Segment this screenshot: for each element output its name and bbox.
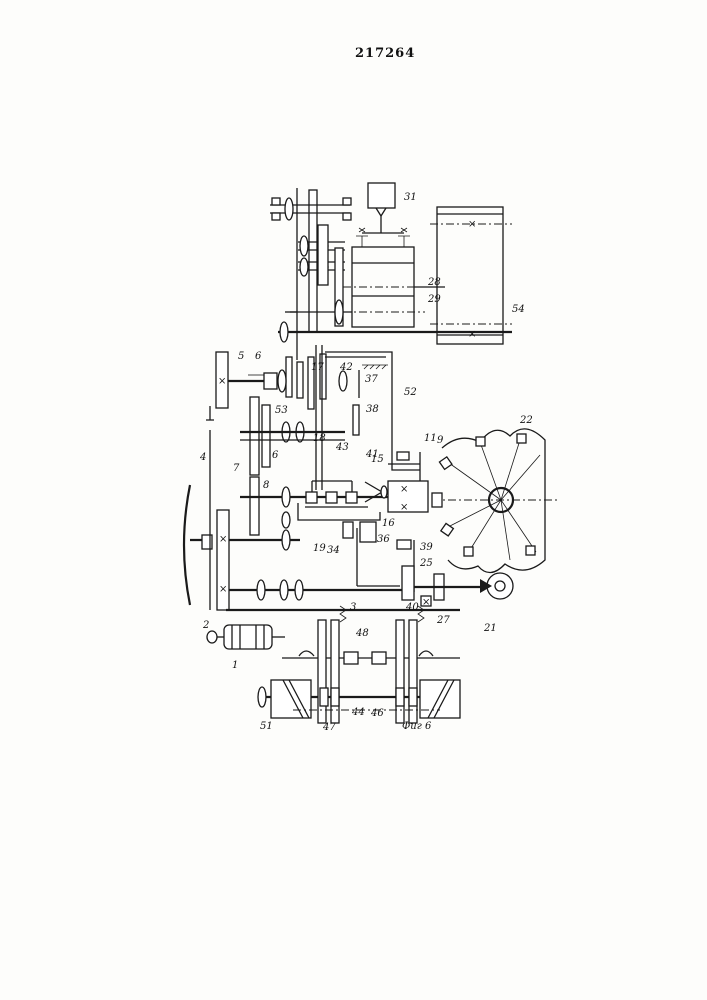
label-42: 42 xyxy=(339,362,353,373)
part-labels: 1 2 3 4 5 6 6 7 8 9 11 15 16 17 18 19 21… xyxy=(199,192,533,733)
svg-text:×: × xyxy=(468,219,476,230)
main-gearbox: × xyxy=(184,345,513,649)
svg-text:×: × xyxy=(400,484,408,495)
svg-text:×: × xyxy=(400,502,408,513)
label-44: 44 xyxy=(351,707,365,718)
label-52: 52 xyxy=(404,387,417,398)
cutter-wheel xyxy=(432,429,560,573)
label-34: 34 xyxy=(327,545,340,556)
figure-caption: Фиг 6 xyxy=(402,721,432,732)
label-8: 8 xyxy=(263,480,269,491)
label-41: 41 xyxy=(365,449,379,460)
label-2: 2 xyxy=(202,620,209,631)
label-51: 51 xyxy=(260,721,273,732)
svg-text:×: × xyxy=(219,534,227,545)
label-48: 48 xyxy=(355,628,369,639)
label-3: 3 xyxy=(350,602,356,613)
label-40: 40 xyxy=(405,602,419,613)
label-39: 39 xyxy=(420,542,433,553)
label-6b: 6 xyxy=(272,450,279,461)
label-21: 21 xyxy=(483,623,497,634)
label-4: 4 xyxy=(199,452,206,463)
label-28: 28 xyxy=(427,277,441,288)
label-36: 36 xyxy=(377,534,390,545)
label-29: 29 xyxy=(427,294,441,305)
label-11: 11 xyxy=(424,433,437,444)
label-5: 5 xyxy=(238,351,244,362)
label-54: 54 xyxy=(512,304,525,315)
label-37: 37 xyxy=(365,374,378,385)
label-38: 38 xyxy=(366,404,379,415)
label-7: 7 xyxy=(233,463,240,474)
label-19: 19 xyxy=(313,543,326,554)
label-43: 43 xyxy=(335,442,349,453)
svg-text:×: × xyxy=(219,584,227,595)
bottom-assembly xyxy=(258,606,460,723)
label-18: 18 xyxy=(313,433,326,444)
label-16: 16 xyxy=(382,518,395,529)
label-6: 6 xyxy=(255,351,262,362)
label-9: 9 xyxy=(437,435,444,446)
svg-text:×: × xyxy=(218,376,226,387)
label-27: 27 xyxy=(436,615,450,626)
label-31: 31 xyxy=(404,192,417,203)
label-46: 46 xyxy=(370,708,384,719)
label-53: 53 xyxy=(275,405,288,416)
svg-text:×: × xyxy=(422,597,430,608)
svg-text:×: × xyxy=(468,329,476,340)
label-22: 22 xyxy=(519,415,533,426)
label-17: 17 xyxy=(311,362,324,373)
label-25: 25 xyxy=(419,558,433,569)
top-assembly: × × xyxy=(270,183,512,360)
label-1: 1 xyxy=(232,660,238,671)
label-47: 47 xyxy=(322,722,336,733)
